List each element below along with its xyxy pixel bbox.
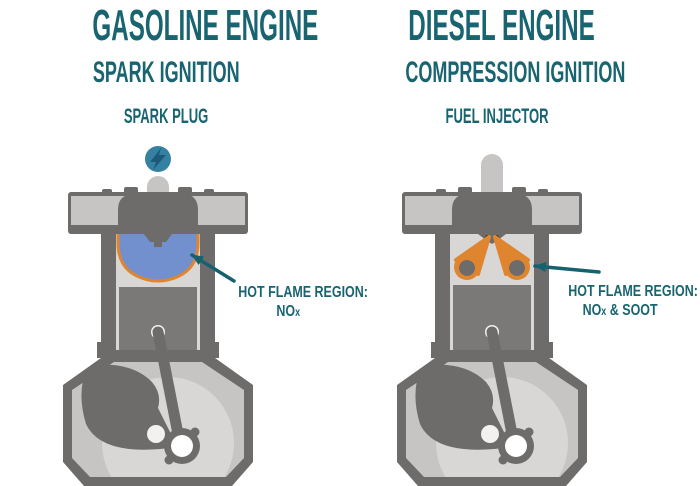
gasoline-subtitle-text: SPARK IGNITION bbox=[92, 56, 240, 89]
gasoline-annotation-line2: NOx bbox=[276, 303, 300, 320]
diesel-component-label-text: FUEL INJECTOR bbox=[445, 105, 549, 128]
diesel-subtitle-text: COMPRESSION IGNITION bbox=[405, 56, 626, 89]
gasoline-engine-illustration bbox=[63, 146, 253, 486]
diesel-annotation-line2: NOx & SOOT bbox=[582, 302, 658, 319]
diesel-title-text: DIESEL ENGINE bbox=[408, 1, 595, 50]
crank-journal bbox=[481, 425, 499, 443]
spray-plume-left bbox=[454, 235, 491, 280]
injector-tip bbox=[478, 234, 506, 244]
crankcase bbox=[63, 326, 253, 486]
diesel-subtitle: COMPRESSION IGNITION bbox=[332, 58, 662, 88]
gasoline-subtitle: SPARK IGNITION bbox=[0, 58, 332, 88]
diesel-engine-illustration bbox=[397, 154, 587, 486]
hot-flame-region-plumes bbox=[454, 235, 530, 280]
gasoline-annotation-line1: HOT FLAME REGION: bbox=[238, 284, 368, 301]
spray-plume-right bbox=[493, 235, 530, 280]
gasoline-component-label: SPARK PLUG bbox=[0, 106, 332, 127]
diesel-hot-flame-annotation: HOT FLAME REGION: NOx & SOOT bbox=[550, 282, 698, 322]
spark-icon bbox=[145, 146, 171, 172]
gasoline-hot-flame-annotation: HOT FLAME REGION: NOx bbox=[220, 283, 368, 323]
connecting-rod bbox=[152, 326, 186, 450]
diesel-annotation-line1: HOT FLAME REGION: bbox=[568, 283, 698, 300]
crank-big-end bbox=[498, 427, 534, 465]
diesel-component-label: FUEL INJECTOR bbox=[332, 106, 662, 127]
cylinder-head bbox=[68, 187, 248, 236]
crank-journal bbox=[147, 425, 165, 443]
diesel-title: DIESEL ENGINE bbox=[332, 4, 662, 48]
crank-big-end bbox=[164, 427, 200, 465]
diesel-column-headings: DIESEL ENGINE COMPRESSION IGNITION FUEL … bbox=[332, 0, 662, 128]
connecting-rod bbox=[486, 326, 520, 450]
cylinder-head bbox=[402, 187, 582, 234]
crankcase bbox=[397, 326, 587, 486]
gasoline-title: GASOLINE ENGINE bbox=[0, 4, 332, 48]
gasoline-component-label-text: SPARK PLUG bbox=[123, 105, 209, 128]
hot-flame-region-bowl bbox=[116, 234, 200, 283]
gasoline-column-headings: GASOLINE ENGINE SPARK IGNITION SPARK PLU… bbox=[0, 0, 332, 128]
gasoline-title-text: GASOLINE ENGINE bbox=[92, 1, 319, 50]
